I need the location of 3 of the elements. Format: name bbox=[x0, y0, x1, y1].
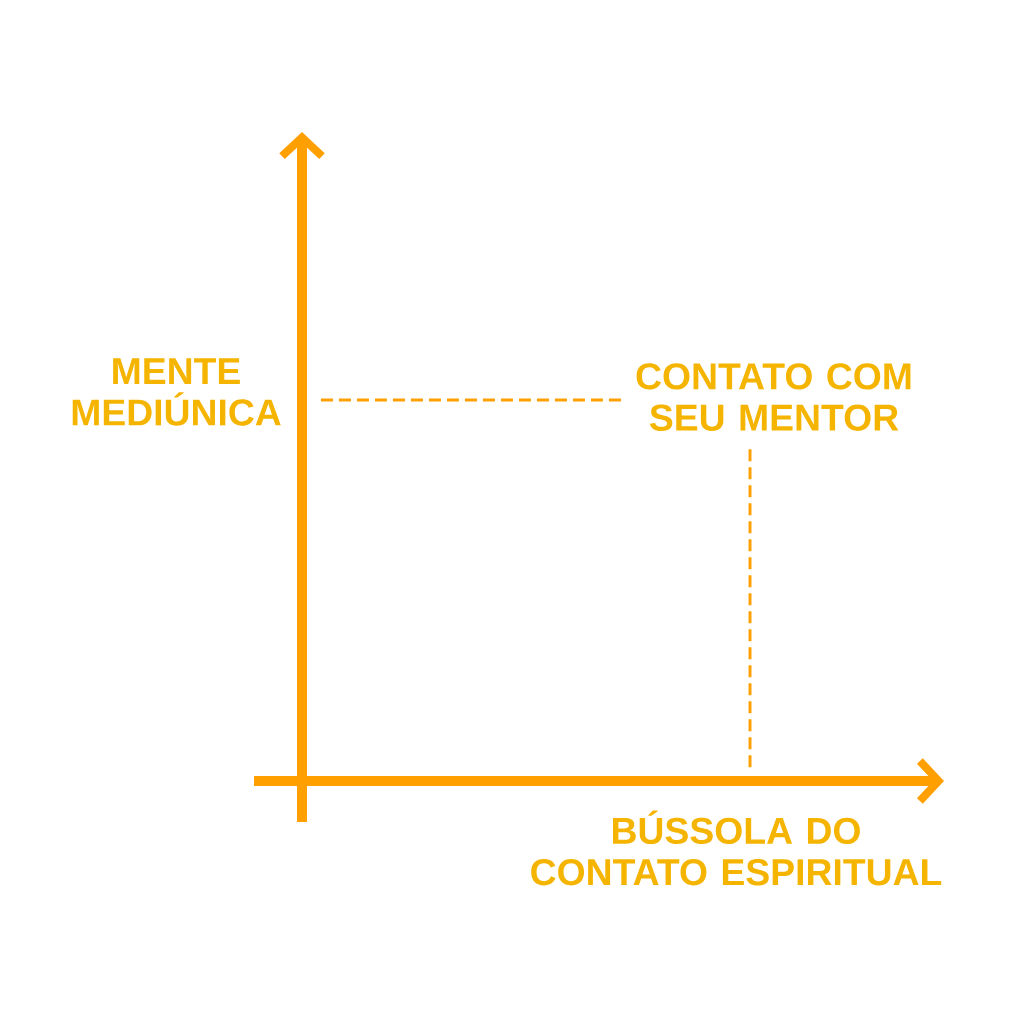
axis-label: CONTATO COM SEU MENTOR bbox=[636, 363, 911, 431]
axis-label: MENTE MEDIÚNICA bbox=[72, 358, 281, 426]
axis-label: BÚSSOLA DO CONTATO ESPIRITUAL bbox=[531, 810, 942, 886]
